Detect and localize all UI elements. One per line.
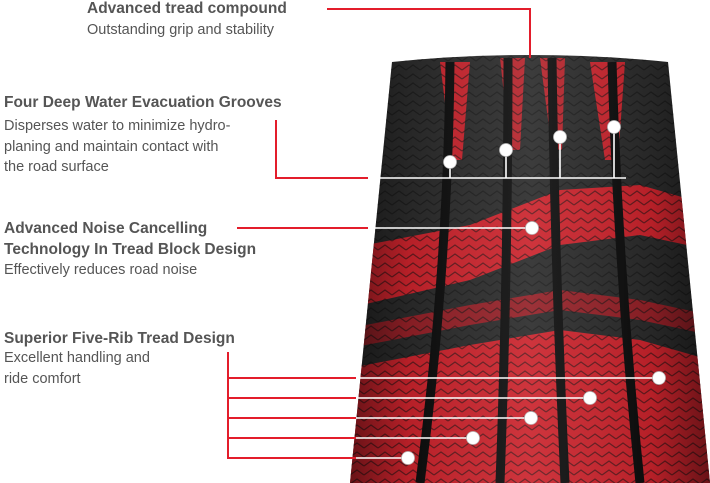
groove-dot [499,143,513,157]
callout-description: planing and maintain contact with [4,139,219,155]
groove-dot [443,155,457,169]
leader-lines [227,8,531,459]
groove-dot [607,120,621,134]
leader-tread-compound [327,8,531,58]
callout-title: Superior Five-Rib Tread Design [4,330,235,347]
callout-description: the road surface [4,159,109,175]
pointer-lines [356,127,659,459]
callout-title: Four Deep Water Evacuation Grooves [4,94,282,111]
callout-title: Advanced tread compound [87,0,287,17]
callout-description: Disperses water to minimize hydro- [4,118,231,134]
rib-dot [652,371,666,385]
callout-title: Advanced Noise Cancelling [4,220,208,237]
callout-title: Technology In Tread Block Design [4,241,257,258]
leader-water-grooves [275,120,368,179]
callout-description: Excellent handling and [4,350,150,366]
callout-description: Outstanding grip and stability [87,22,274,38]
callout-description: Effectively reduces road noise [4,262,198,278]
groove-dot [553,130,567,144]
noise-dot [525,221,539,235]
rib-dot [401,451,415,465]
rib-dot [466,431,480,445]
callout-description: ride comfort [4,371,81,387]
leader-five-rib [227,352,356,459]
rib-dot [583,391,597,405]
rib-dot [524,411,538,425]
pointer-dots [401,120,666,465]
